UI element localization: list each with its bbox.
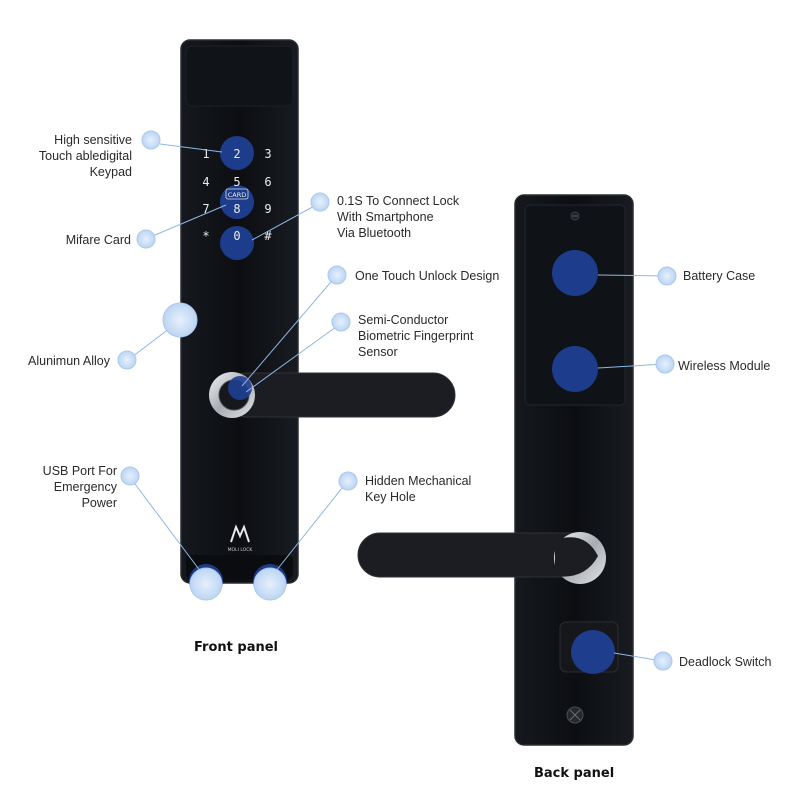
leader-bluetooth [251, 203, 319, 241]
key-6[interactable]: 6 [264, 175, 271, 189]
callout-one-touch-label: One Touch Unlock Design [355, 269, 500, 283]
card-reader-box [225, 188, 249, 200]
key-8[interactable]: 8 [233, 202, 240, 216]
callout-deadlock-label: Deadlock Switch [679, 655, 772, 669]
leader-battery [597, 274, 667, 277]
bottom-screw-slot-b [569, 709, 581, 721]
leader-fingerprint [245, 323, 341, 393]
callout-battery-label: Battery Case [683, 269, 756, 283]
key-9[interactable]: 9 [264, 202, 271, 216]
leader-mifare [147, 204, 227, 239]
callout-dot-usb [120, 466, 140, 486]
key-5[interactable]: 5 [233, 175, 240, 189]
back-panel [357, 194, 634, 746]
battery-case-glow [552, 250, 598, 296]
callout-dot-key-hole [253, 567, 287, 601]
callout-dot-deadlock [653, 651, 673, 671]
callout-key-hole-label: Hidden Mechanical Key Hole [365, 474, 472, 504]
key-3[interactable]: 3 [264, 147, 271, 161]
touch-keypad: 1 2 3 4 5 6 7 8 9 * 0 # [202, 147, 272, 243]
front-handle-lever[interactable] [224, 372, 456, 418]
front-panel-body [180, 39, 299, 584]
callout-dot-battery [657, 266, 677, 286]
keypad-glow-top [220, 136, 254, 170]
leader-lines [127, 143, 667, 662]
callout-dots [117, 130, 677, 671]
leader-one-touch [241, 275, 337, 387]
key-4[interactable]: 4 [202, 175, 209, 189]
callout-dot-mifare [136, 229, 156, 249]
callout-dot-one-touch [327, 265, 347, 285]
callout-dot-key-hole-label [338, 471, 358, 491]
callout-keypad-label: High sensitive Touch abledigital Keypad [38, 133, 132, 179]
callout-bluetooth-label: 0.1S To Connect Lock With Smartphone Via… [337, 194, 460, 240]
key-hash[interactable]: # [264, 229, 272, 243]
callout-dot-alloy [162, 302, 198, 338]
key-star[interactable]: * [202, 229, 209, 243]
callout-fingerprint-label: Semi-Conductor Biometric Fingerprint Sen… [358, 313, 474, 359]
keypad-glow-bottom [220, 226, 254, 260]
key-2[interactable]: 2 [233, 147, 240, 161]
battery-cover [524, 204, 626, 406]
fingerprint-glow [228, 376, 252, 400]
front-panel: 1 2 3 4 5 6 7 8 9 * 0 # CARD MOLI LOCK [180, 39, 456, 598]
leader-key-hole [271, 482, 347, 577]
callout-alloy-label: Alunimun Alloy [28, 354, 110, 368]
brand-logo: MOLI LOCK [228, 524, 254, 553]
key-0[interactable]: 0 [233, 229, 240, 243]
callout-dot-alloy-small [117, 350, 137, 370]
leader-usb [131, 479, 205, 577]
deadlock-switch-glow [571, 630, 615, 674]
key-7[interactable]: 7 [202, 202, 209, 216]
callout-dot-wireless [655, 354, 675, 374]
callout-wireless-label: Wireless Module [678, 359, 771, 373]
leader-wireless [597, 363, 665, 369]
front-panel-top-cap [185, 45, 294, 107]
back-handle-neck [555, 537, 598, 577]
back-panel-caption: Back panel [534, 766, 615, 781]
brand-logo-text: MOLI LOCK [228, 547, 254, 553]
front-panel-caption: Front panel [194, 640, 278, 655]
card-reader-label: CARD [228, 191, 247, 199]
callout-dot-usb-port [189, 567, 223, 601]
wireless-module-glow [552, 346, 598, 392]
callout-mifare-label: Mifare Card [65, 233, 131, 247]
leader-keypad [159, 143, 223, 153]
callout-dot-fingerprint [331, 312, 351, 332]
keypad-glow-mid [220, 185, 254, 219]
callout-dot-keypad [141, 130, 161, 150]
callout-usb-label: USB Port For Emergency Power [42, 464, 117, 510]
callout-dot-bluetooth [310, 192, 330, 212]
key-1[interactable]: 1 [202, 147, 209, 161]
